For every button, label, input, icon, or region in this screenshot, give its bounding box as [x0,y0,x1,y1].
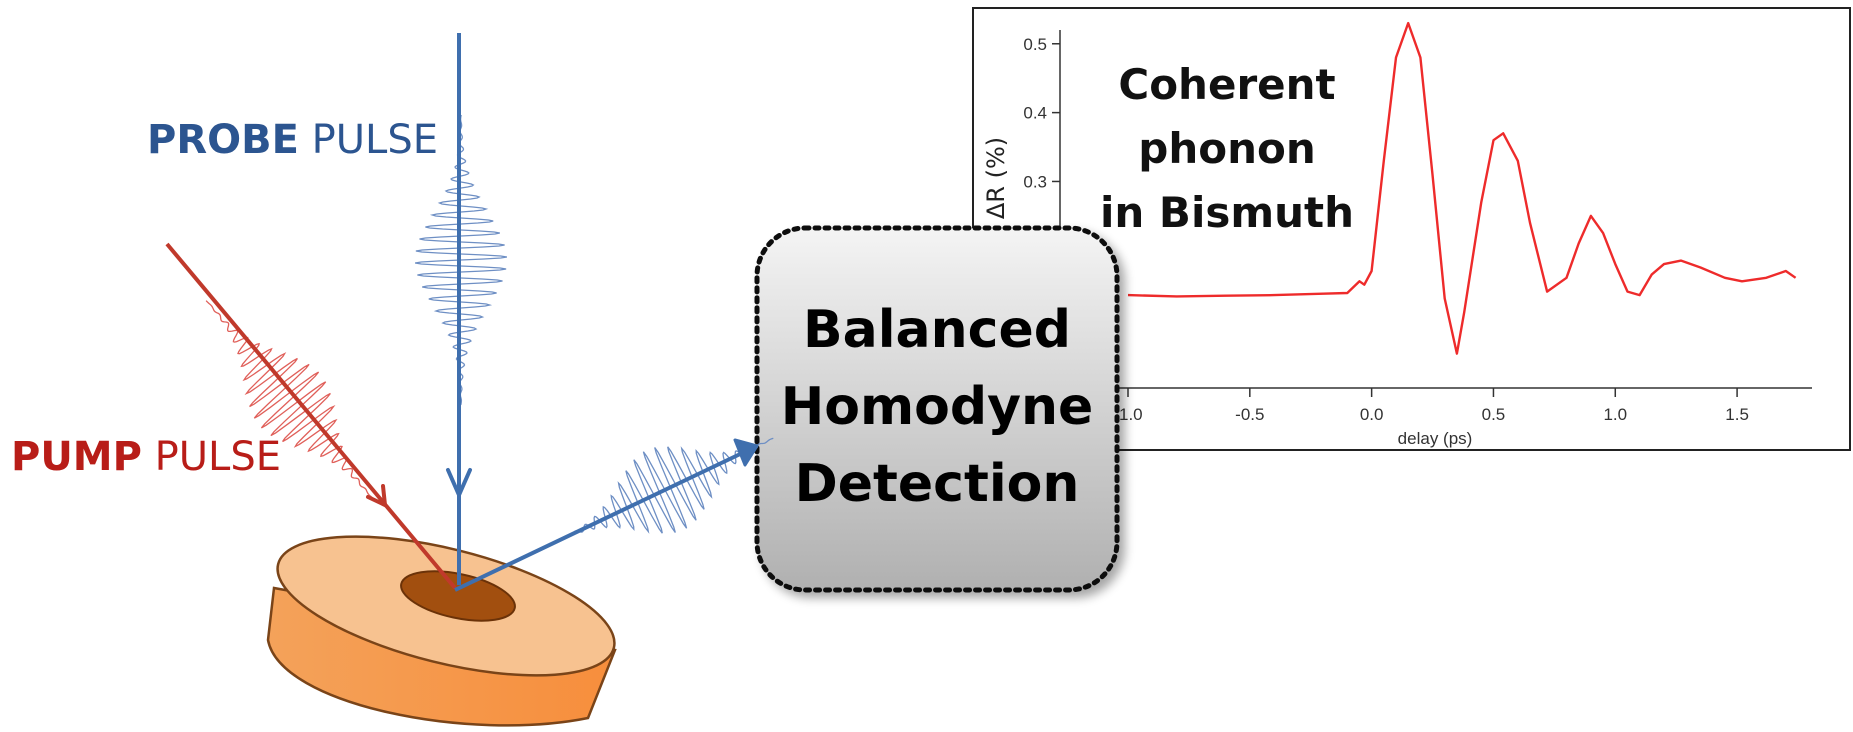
pump-pulse-label: PUMP PULSE [11,434,281,480]
detector-label: Balanced Homodyne Detection [781,300,1094,514]
chart-title: Coherent phonon in Bismuth [1100,60,1354,237]
pump-beam [165,242,457,590]
down-arrow-icon [446,468,472,500]
x-tick-label: -1.0 [1113,405,1142,424]
detector-label-line-1: Balanced [803,300,1071,360]
detector-box-frame [754,225,1120,593]
probe-beam [414,33,508,585]
probe-label-rest: PULSE [299,117,438,163]
diagonal-arrow-icon [366,484,388,509]
detector-label-line-2: Homodyne [781,377,1094,437]
chart-title-line-2: phonon [1138,124,1315,173]
series-line-reflectivity [1127,21,1797,355]
x-tick-label: 0.0 [1360,405,1384,424]
pump-label-bold: PUMP [11,434,142,480]
x-tick-label: 0.5 [1482,405,1506,424]
x-tick-label: 1.0 [1603,405,1627,424]
probe-label-bold: PROBE [147,117,299,163]
arrow-right-icon [733,438,759,467]
x-ticks: -1.0 -0.5 0.0 0.5 1.0 1.5 [1113,388,1749,424]
reflected-beam-line [454,444,758,592]
sample-spot [400,570,516,622]
y-tick-label: 0.4 [1023,104,1047,123]
x-tick-label: 1.5 [1725,405,1749,424]
x-axis-label: delay (ps) [1398,429,1473,448]
x-tick-label: -0.5 [1235,405,1264,424]
y-tick-label: 0.5 [1023,35,1047,54]
reflected-beam [454,437,774,592]
y-axis-label: ΔR (%) [982,137,1010,219]
sample-disk-icon [266,535,617,727]
pump-beam-line [165,242,457,590]
chart-title-line-3: in Bismuth [1100,188,1354,237]
pump-label-rest: PULSE [142,434,281,480]
y-tick-label: 0.3 [1023,172,1047,191]
chart-title-line-1: Coherent [1118,60,1335,109]
probe-pulse-label: PROBE PULSE [147,117,438,163]
detector-label-line-3: Detection [795,454,1080,514]
detector-box [754,225,1120,593]
